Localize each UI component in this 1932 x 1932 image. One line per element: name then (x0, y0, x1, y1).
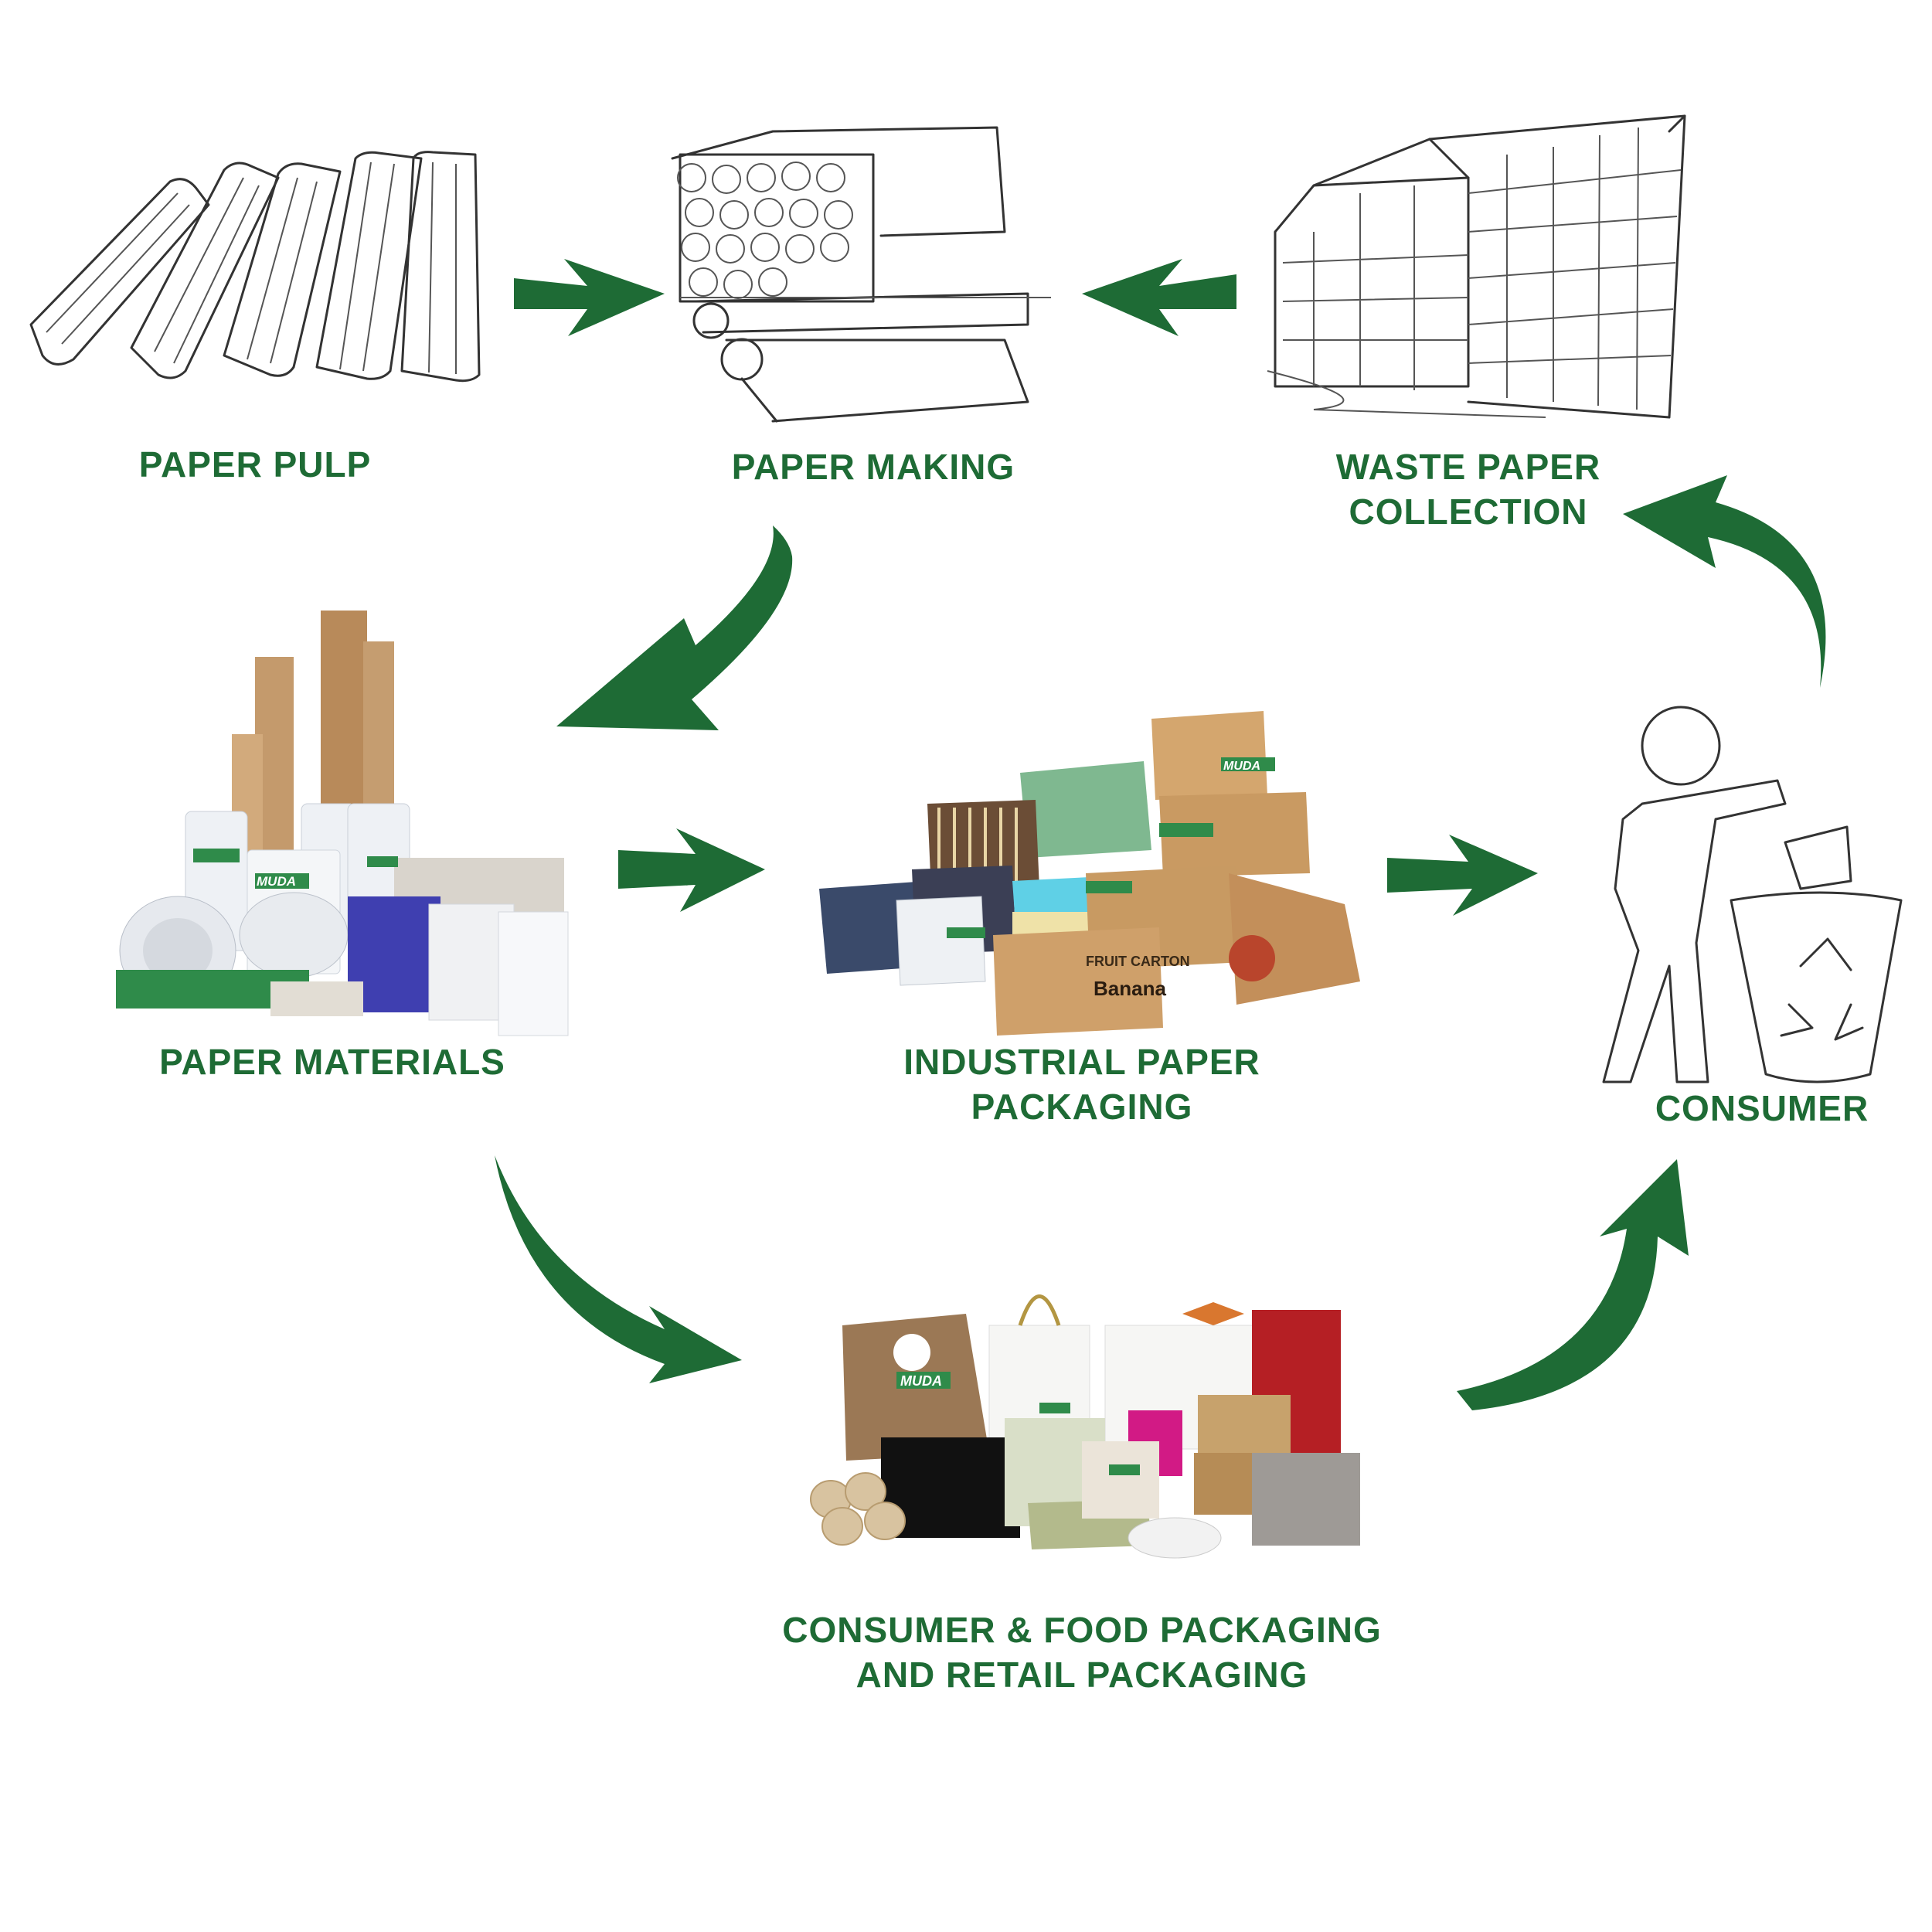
industrial-packaging-illustration: FRUIT CARTON Banana (819, 711, 1360, 1036)
arrow-waste-to-making (1082, 259, 1236, 336)
label-industrial-line-2: PACKAGING (971, 1087, 1193, 1127)
brand-tag-food: MUDA (900, 1373, 942, 1389)
paper-pulp-illustration (29, 151, 481, 383)
label-waste-paper-line-1: WASTE PAPER (1335, 447, 1601, 487)
brand-tags: MUDA MUDA MUDA (257, 760, 1260, 1389)
brand-tag-materials: MUDA (257, 874, 296, 889)
consumer-food-packaging-illustration (810, 1294, 1360, 1559)
label-industrial-line-1: INDUSTRIAL PAPER (903, 1042, 1260, 1082)
label-paper-materials: PAPER MATERIALS (139, 1039, 526, 1084)
arrow-materials-to-industrial (618, 828, 765, 912)
label-consumer-food-line-1: CONSUMER & FOOD PACKAGING (782, 1610, 1382, 1650)
label-waste-paper: WASTE PAPER COLLECTION (1314, 444, 1623, 534)
label-paper-making: PAPER MAKING (719, 444, 1028, 489)
label-industrial: INDUSTRIAL PAPER PACKAGING (881, 1039, 1283, 1129)
label-consumer-food: CONSUMER & FOOD PACKAGING AND RETAIL PAC… (765, 1607, 1399, 1697)
label-paper-pulp: PAPER PULP (100, 442, 410, 487)
paper-materials-illustration (116, 611, 569, 1036)
banana-text: Banana (1094, 977, 1166, 1000)
arrow-food-to-consumer (1457, 1159, 1689, 1410)
label-waste-paper-line-2: COLLECTION (1349, 492, 1588, 532)
arrow-materials-to-food (495, 1155, 742, 1383)
waste-paper-illustration (1267, 114, 1686, 419)
arrow-industrial-to-consumer (1387, 835, 1538, 916)
fruit-carton-text: FRUIT CARTON (1086, 954, 1190, 969)
paper-making-illustration (671, 126, 1051, 423)
arrow-pulp-to-making (514, 259, 665, 336)
consumer-illustration (1602, 706, 1903, 1083)
arrow-consumer-to-waste (1623, 475, 1826, 688)
brand-tag-industrial: MUDA (1223, 760, 1260, 773)
label-paper-materials-line-1: PAPER MATERIALS (159, 1042, 505, 1082)
arrows (495, 259, 1826, 1410)
label-consumer: CONSUMER (1615, 1086, 1909, 1131)
label-paper-pulp-line-1: PAPER PULP (138, 444, 372, 485)
label-consumer-food-line-2: AND RETAIL PACKAGING (855, 1655, 1308, 1695)
label-consumer-line-1: CONSUMER (1655, 1088, 1869, 1128)
arrow-making-to-materials (556, 526, 793, 730)
label-paper-making-line-1: PAPER MAKING (731, 447, 1015, 487)
